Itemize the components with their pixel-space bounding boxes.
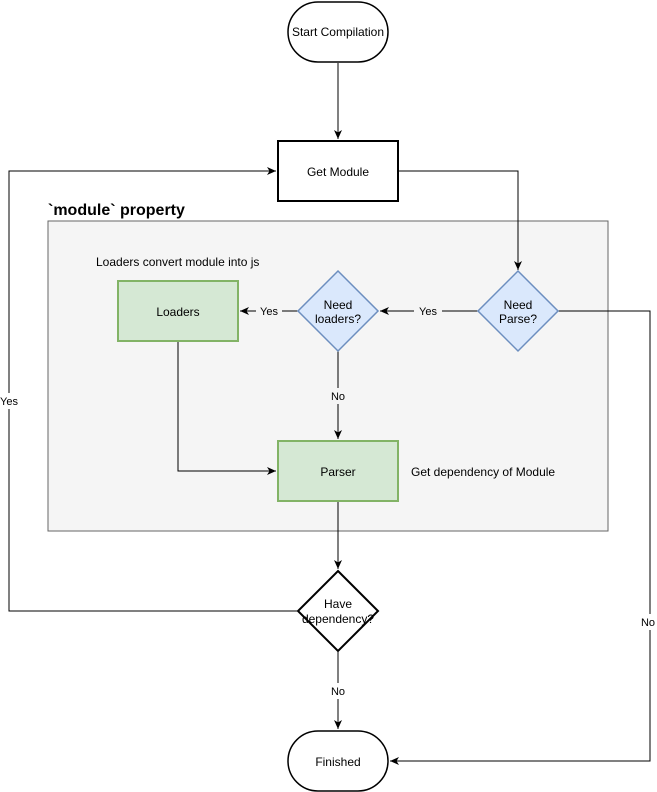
svg-text:Yes: Yes [419,306,437,318]
svg-text:dependency?: dependency? [302,612,374,626]
need-parse-decision[interactable]: Need Parse? [476,269,560,353]
edge-get-module-to-need-parse [399,170,522,270]
svg-text:Yes: Yes [0,396,18,408]
label-need-parse-no: No [639,614,657,630]
loaders-node[interactable]: Loaders [117,280,239,342]
svg-text:No: No [331,686,345,698]
parser-note: Get dependency of Module [411,465,555,479]
svg-text:Start Compilation: Start Compilation [292,25,384,39]
container-title: `module` property [48,202,185,219]
svg-text:Need: Need [324,298,353,312]
loaders-note: Loaders convert module into js [96,255,259,269]
get-module-node[interactable]: Get Module [277,140,399,202]
label-dependency-no: No [327,683,349,699]
have-dependency-decision[interactable]: Have dependency? [296,569,380,653]
svg-text:No: No [641,617,655,629]
svg-text:Finished: Finished [315,755,360,769]
svg-text:loaders?: loaders? [315,312,361,326]
svg-text:Parser: Parser [320,465,355,479]
label-need-loaders-yes: Yes [256,303,282,319]
svg-text:Get Module: Get Module [307,165,369,179]
need-loaders-decision[interactable]: Need loaders? [296,269,380,353]
edge-have-dependency-to-get-module [8,167,298,612]
svg-text:No: No [331,391,345,403]
svg-text:Yes: Yes [260,306,278,318]
finished-node[interactable]: Finished [287,730,389,792]
edge-need-parse-to-finished [390,310,651,765]
start-compilation-node[interactable]: Start Compilation [287,1,389,63]
label-need-parse-yes: Yes [414,303,442,319]
edge-loaders-to-parser [177,341,276,475]
label-dependency-yes: Yes [0,393,20,409]
svg-text:Need: Need [504,298,533,312]
parser-node[interactable]: Parser [277,440,399,502]
svg-text:Have: Have [324,597,352,611]
svg-text:Parse?: Parse? [499,312,537,326]
label-need-loaders-no: No [327,388,349,404]
svg-text:Loaders: Loaders [156,305,199,319]
